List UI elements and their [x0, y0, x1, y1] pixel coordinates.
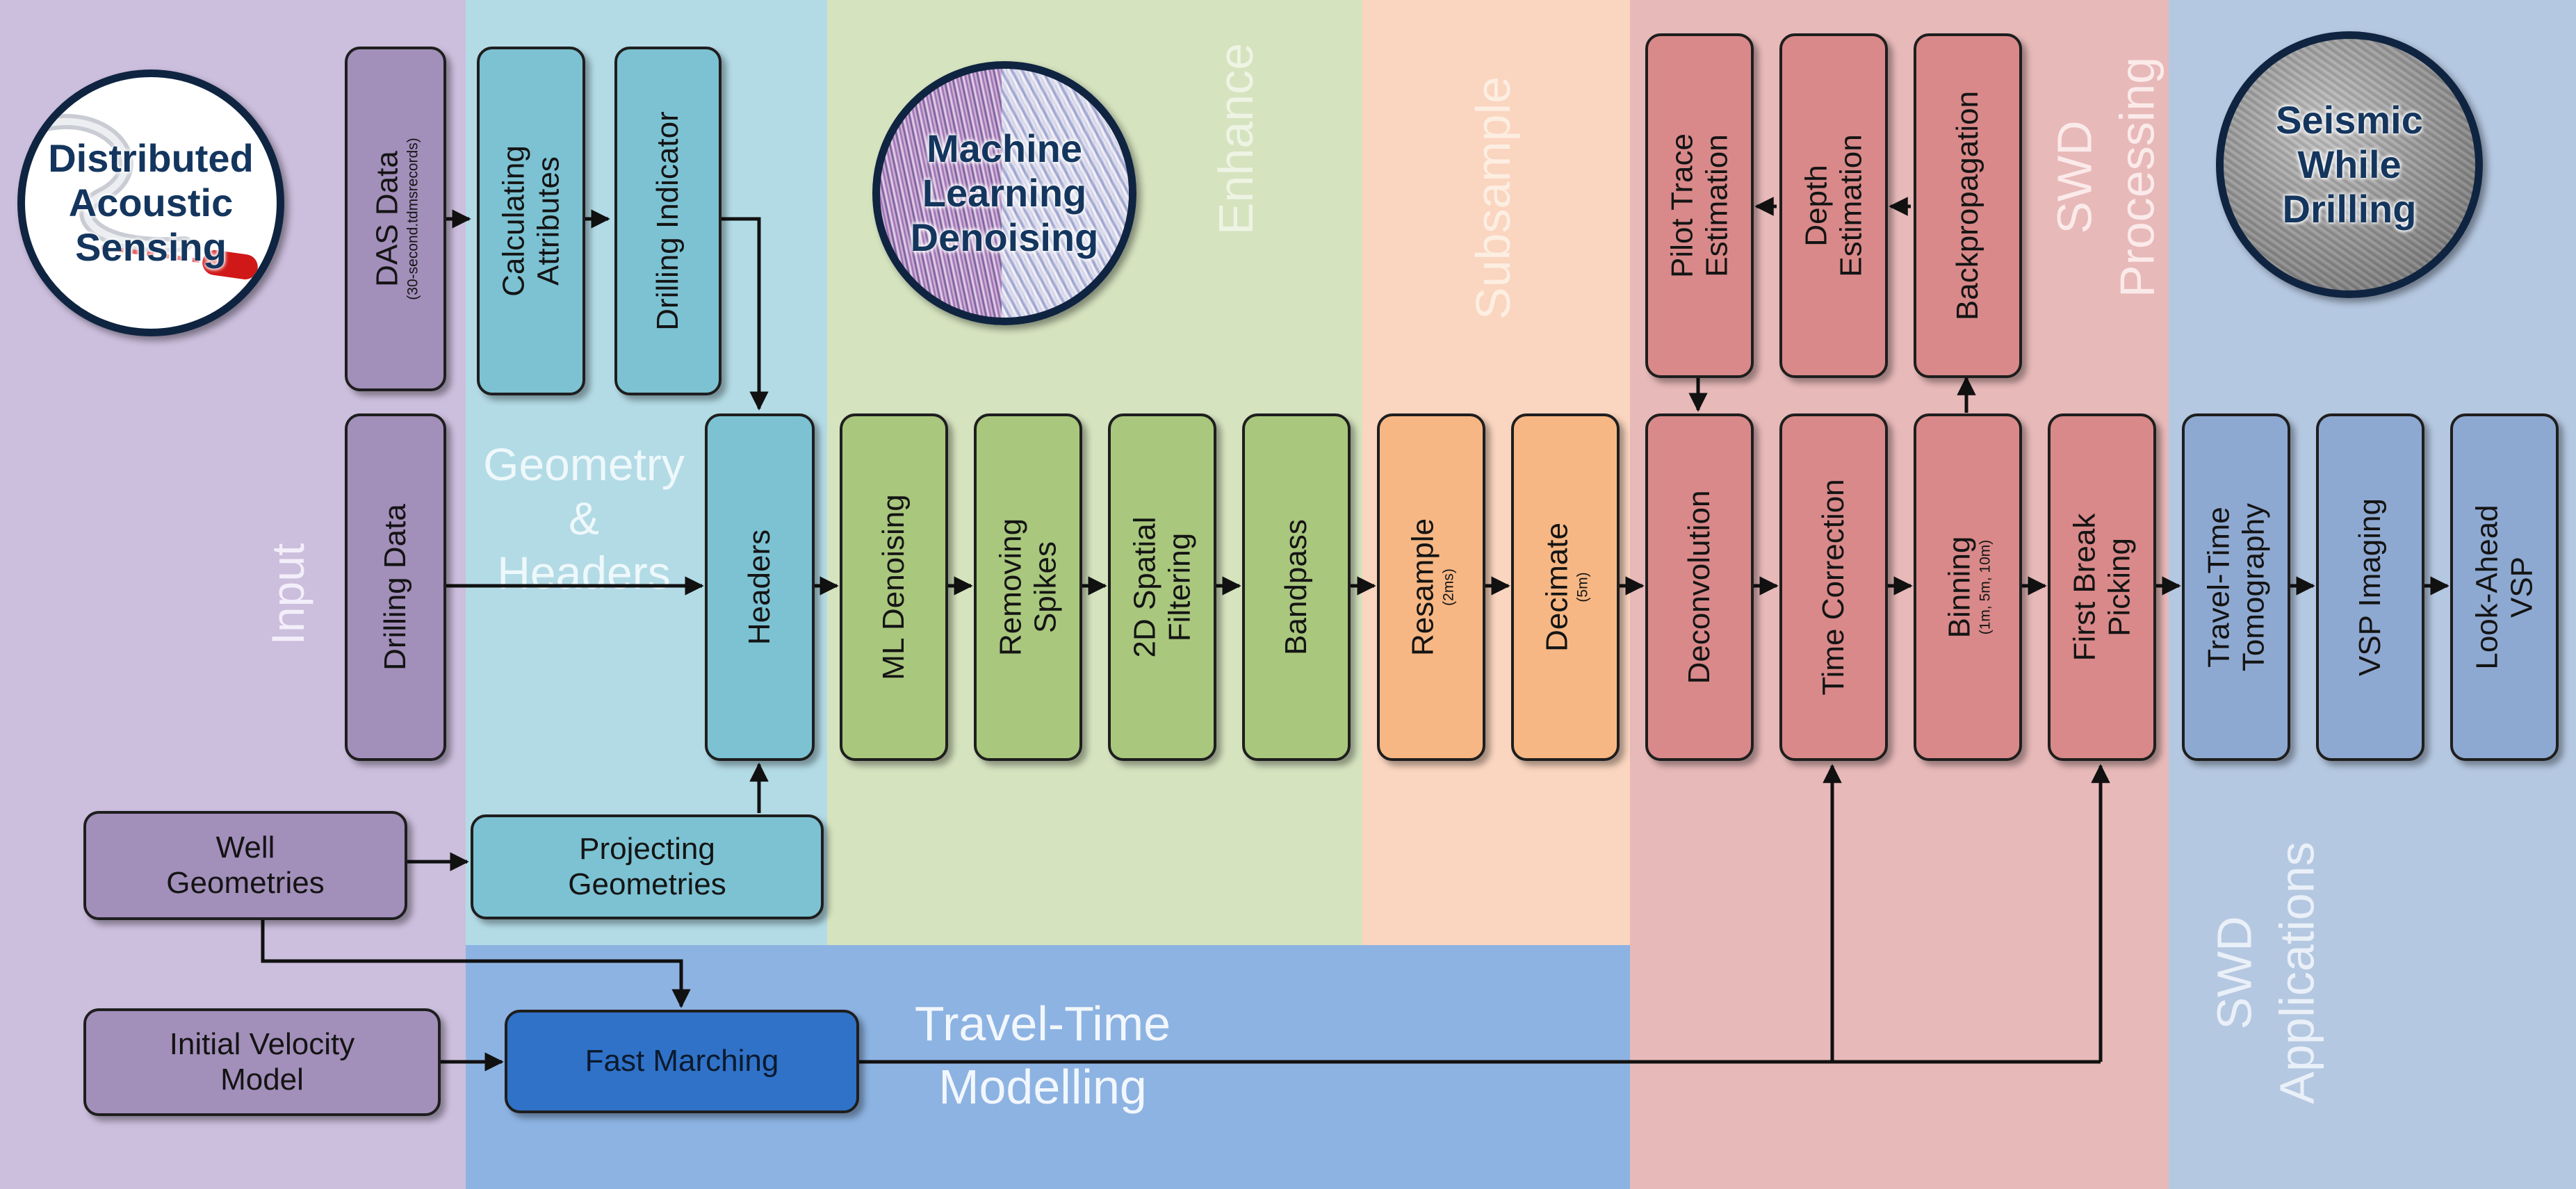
first-break-picking-box: First Break Picking	[2048, 413, 2156, 761]
resample-label: Resample	[1405, 518, 1440, 657]
das-data-box: DAS Data(30-second.tdmsrecords)	[345, 47, 446, 391]
removing-spikes-box: Removing Spikes	[974, 413, 1082, 761]
das-circle-line-3: Sensing	[75, 224, 227, 269]
projecting-geometries-box: Projecting Geometries	[471, 814, 824, 919]
das-data-sublabel: (30-second.tdmsrecords)	[405, 138, 421, 300]
arrow-indicator-to-headers	[721, 217, 769, 411]
ml-circle-line-2: Learning	[922, 171, 1087, 215]
look-ahead-vsp-box: Look-Ahead VSP	[2450, 413, 2559, 761]
time-correction-label: Time Correction	[1816, 479, 1851, 696]
lookahead-line-1: Look-Ahead	[2470, 505, 2504, 670]
binning-sublabel: (1m, 5m, 10m)	[1977, 539, 1993, 635]
removing-spikes-line-1: Removing	[993, 518, 1028, 657]
tomography-line-2: Tomography	[2236, 502, 2270, 672]
initial-velocity-model-box: Initial Velocity Model	[83, 1008, 441, 1116]
pilot-trace-line-2: Estimation	[1699, 134, 1734, 277]
section-label-geometry-line-3: Headers	[497, 546, 671, 598]
depth-estimation-line-2: Estimation	[1834, 134, 1868, 277]
calculating-attributes-box: Calculating Attributes	[477, 47, 585, 395]
section-label-traveltime-line-1: Travel-Time	[914, 997, 1171, 1051]
drilling-data-label: Drilling Data	[378, 504, 413, 671]
denoised-section-illustration	[1002, 69, 1129, 318]
decimate-box: Decimate(5m)	[1511, 413, 1620, 761]
fiber-cable-illustration	[31, 114, 258, 280]
resample-box: Resample(2ms)	[1377, 413, 1485, 761]
bandpass-label: Bandpass	[1279, 519, 1314, 655]
section-label-geometry: Geometry & Headers	[480, 438, 688, 600]
depth-estimation-box: Depth Estimation	[1779, 33, 1888, 378]
section-label-traveltime: Travel-Time Modelling	[862, 992, 1223, 1119]
das-circle-badge: Distributed Acoustic Sensing	[17, 69, 284, 336]
swd-circle-line-2: While	[2297, 142, 2402, 187]
binning-box: Binning(1m, 5m, 10m)	[1914, 413, 2022, 761]
travel-time-tomography-box: Travel-Time Tomography	[2182, 413, 2290, 761]
deconvolution-box: Deconvolution	[1645, 413, 1754, 761]
ml-circle-line-3: Denoising	[910, 215, 1099, 259]
tomography-line-1: Travel-Time	[2201, 507, 2236, 668]
ml-denoising-box: ML Denoising	[840, 413, 948, 761]
time-correction-box: Time Correction	[1779, 413, 1888, 761]
drilling-indicator-box: Drilling Indicator	[614, 47, 722, 395]
section-label-geometry-line-2: &	[568, 492, 600, 544]
decimate-sublabel: (5m)	[1574, 572, 1590, 602]
calculating-attributes-line-2: Attributes	[531, 156, 565, 286]
well-geometries-line-1: Well	[215, 830, 275, 864]
depth-estimation-line-1: Depth	[1799, 165, 1834, 247]
fast-marching-box: Fast Marching	[505, 1010, 859, 1113]
headers-label: Headers	[742, 529, 777, 646]
drilling-data-box: Drilling Data	[345, 413, 446, 761]
section-label-traveltime-line-2: Modelling	[938, 1060, 1147, 1114]
bandpass-box: Bandpass	[1242, 413, 1351, 761]
lookahead-line-2: VSP	[2504, 556, 2538, 618]
seismic-texture-illustration	[2224, 39, 2475, 290]
decimate-label: Decimate	[1540, 523, 1574, 652]
swd-circle-line-1: Seismic	[2276, 98, 2423, 142]
headers-box: Headers	[705, 413, 815, 761]
resample-sublabel: (2ms)	[1440, 568, 1456, 606]
well-geometries-line-2: Geometries	[166, 865, 325, 900]
initial-velocity-line-1: Initial Velocity	[169, 1026, 355, 1061]
arrow-well-to-fastmarching	[261, 919, 691, 1008]
das-circle-line-1: Distributed	[48, 136, 254, 181]
first-break-line-1: First Break	[2067, 513, 2102, 662]
ml-circle-badge: Machine Learning Denoising	[872, 61, 1136, 325]
swd-circle-line-3: Drilling	[2282, 186, 2417, 231]
first-break-line-2: Picking	[2102, 538, 2136, 637]
pilot-trace-estimation-box: Pilot Trace Estimation	[1645, 33, 1754, 378]
swd-circle-badge: Seismic While Drilling	[2216, 31, 2483, 298]
vsp-imaging-label: VSP Imaging	[2353, 498, 2388, 677]
projecting-geometries-line-1: Projecting	[579, 831, 715, 866]
das-circle-line-2: Acoustic	[68, 181, 234, 225]
spatial-filtering-box: 2D Spatial Filtering	[1108, 413, 1216, 761]
vsp-imaging-box: VSP Imaging	[2316, 413, 2424, 761]
spatial-filtering-line-2: Filtering	[1162, 532, 1196, 642]
drilling-indicator-label: Drilling Indicator	[651, 111, 685, 331]
deconvolution-label: Deconvolution	[1682, 490, 1717, 684]
removing-spikes-line-2: Spikes	[1028, 541, 1062, 634]
backpropagation-box: Backpropagation	[1914, 33, 2022, 378]
binning-label: Binning	[1942, 536, 1977, 639]
ml-circle-line-1: Machine	[926, 126, 1083, 171]
initial-velocity-line-2: Model	[220, 1062, 304, 1097]
ml-denoising-label: ML Denoising	[877, 494, 911, 680]
das-data-label: DAS Data	[370, 151, 405, 287]
spatial-filtering-line-1: 2D Spatial	[1127, 516, 1162, 658]
fast-marching-label: Fast Marching	[585, 1044, 779, 1079]
backpropagation-label: Backpropagation	[1950, 90, 1985, 321]
pilot-trace-line-1: Pilot Trace	[1665, 133, 1699, 278]
projecting-geometries-line-2: Geometries	[568, 867, 726, 901]
calculating-attributes-line-1: Calculating	[496, 145, 531, 297]
well-geometries-box: Well Geometries	[83, 811, 407, 920]
section-label-geometry-line-1: Geometry	[483, 438, 685, 490]
